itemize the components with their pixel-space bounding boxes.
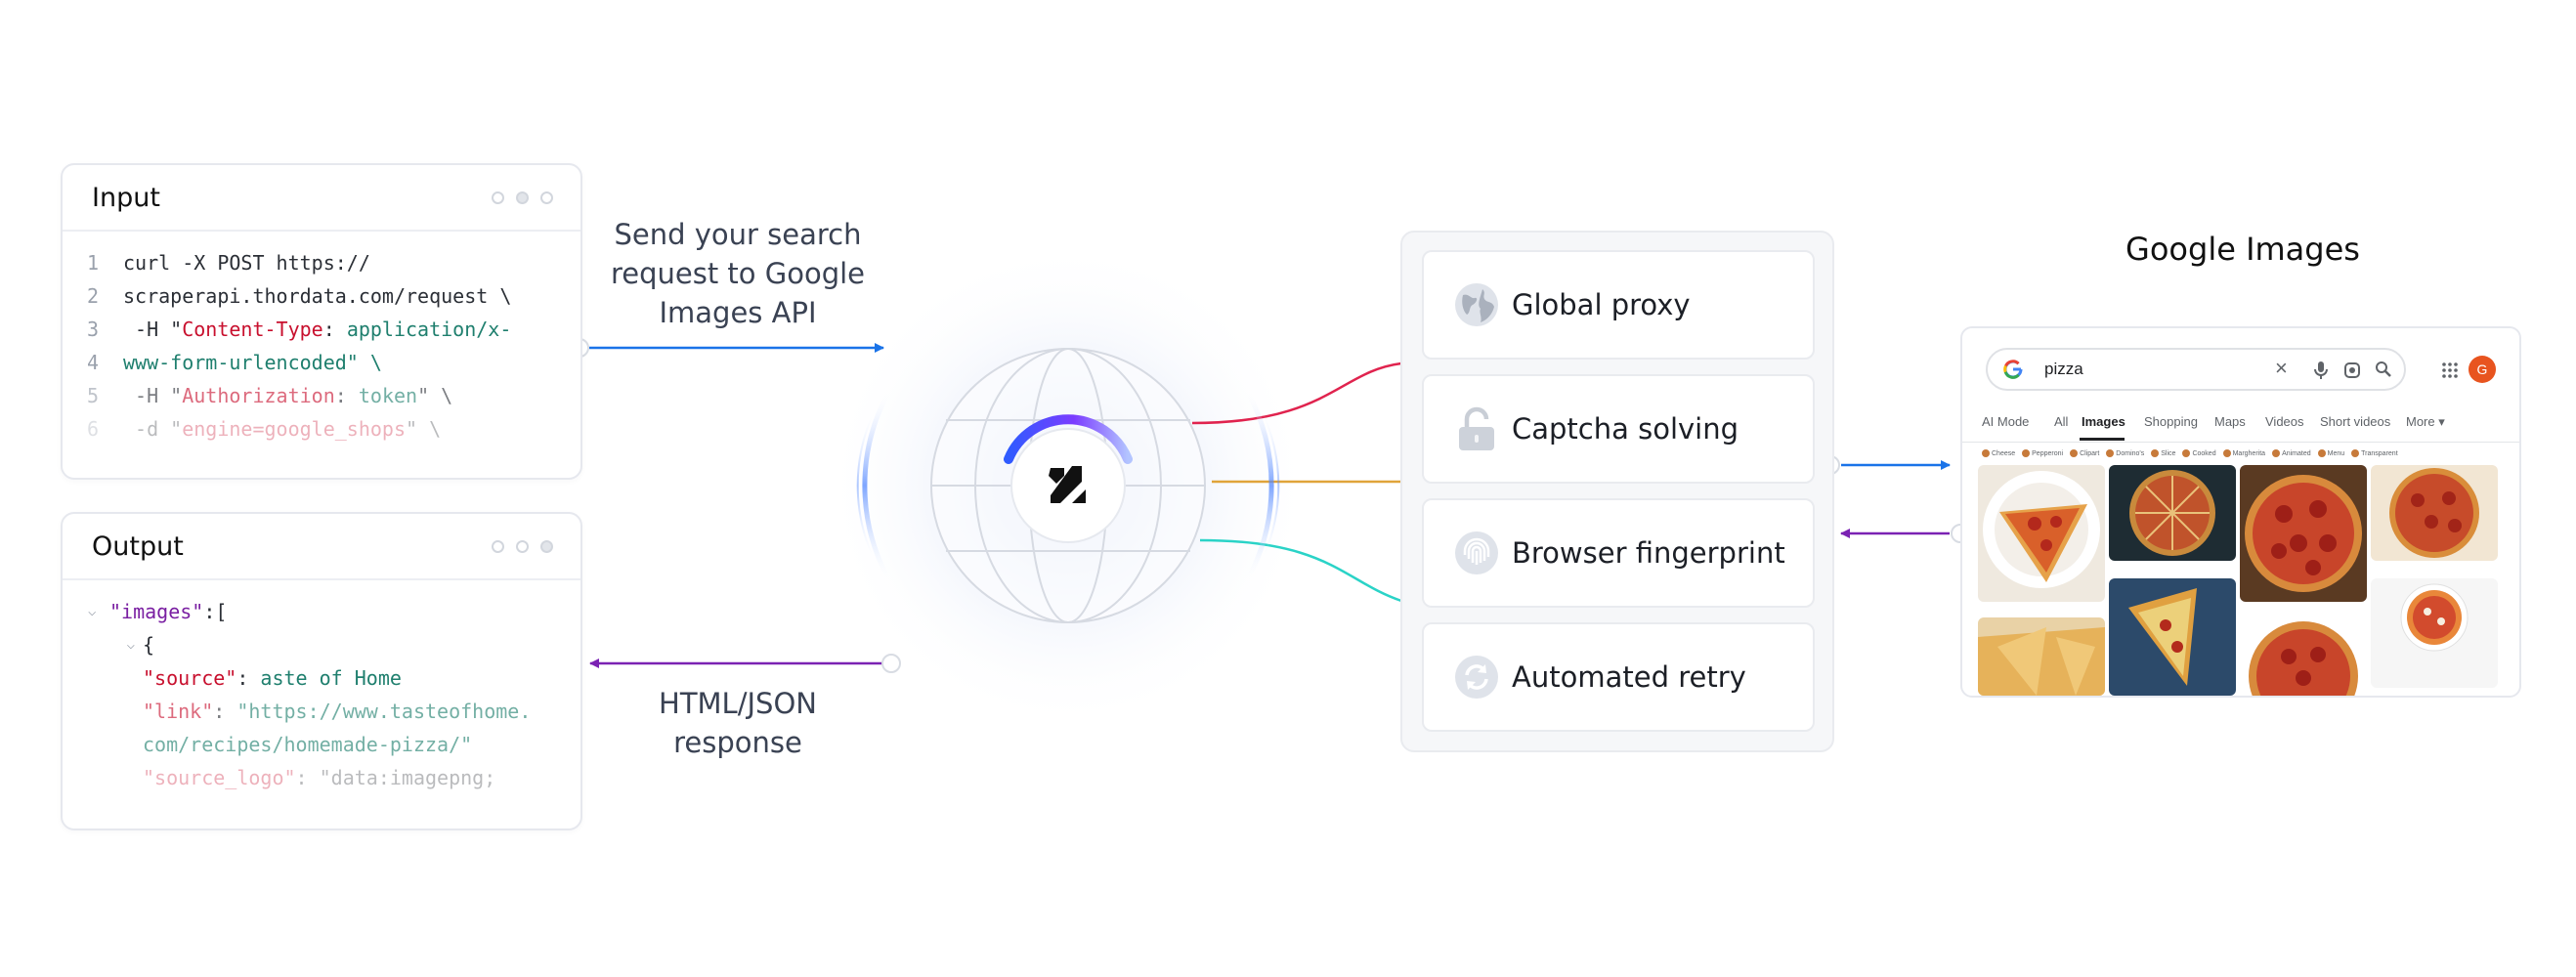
output-connector-knob bbox=[881, 654, 901, 673]
window-dot-icon bbox=[516, 539, 529, 553]
input-card-title: Input bbox=[92, 182, 160, 213]
image-result[interactable] bbox=[2109, 578, 2236, 696]
avatar[interactable]: G bbox=[2469, 356, 2496, 383]
active-tab-indicator bbox=[2080, 438, 2125, 441]
lens-icon[interactable] bbox=[2343, 361, 2361, 379]
tab-more[interactable]: More ▾ bbox=[2406, 414, 2445, 429]
image-result[interactable] bbox=[2240, 617, 2367, 696]
response-caption: HTML/JSON response bbox=[659, 687, 817, 759]
tab-all[interactable]: All bbox=[2054, 414, 2069, 429]
filter-chip[interactable]: Domino's bbox=[2106, 449, 2144, 457]
tab-images[interactable]: Images bbox=[2082, 414, 2125, 429]
code-line: 4 www-form-urlencoded" \ bbox=[86, 351, 382, 374]
chevron-down-icon[interactable]: ⌵ bbox=[88, 604, 97, 619]
feature-browser-fingerprint: Browser fingerprint bbox=[1422, 498, 1815, 608]
output-card: Output ⌵"images":[ ⌵{ "source": aste of … bbox=[61, 512, 582, 830]
filter-chip[interactable]: Margherita bbox=[2222, 449, 2265, 457]
google-tabs: AI Mode All Images Shopping Maps Videos … bbox=[1962, 408, 2519, 443]
globe-icon bbox=[1453, 281, 1500, 328]
request-caption: Send your search request to Google Image… bbox=[610, 218, 866, 329]
json-line: "source_logo": "data:imagepng; bbox=[143, 766, 496, 789]
json-line: "source": aste of Home bbox=[143, 666, 402, 690]
google-images-window: pizza × G AI Mode All Images Shopping Ma… bbox=[1960, 326, 2521, 698]
filter-chip[interactable]: Cooked bbox=[2182, 449, 2216, 457]
code-line: 6 -d "engine=google_shops" \ bbox=[86, 417, 442, 441]
tab-maps[interactable]: Maps bbox=[2214, 414, 2246, 429]
apps-grid-icon[interactable] bbox=[2441, 361, 2459, 379]
search-icon[interactable] bbox=[2375, 361, 2392, 378]
window-dot-icon bbox=[540, 539, 553, 553]
json-line: "link": "https://www.tasteofhome. bbox=[143, 700, 532, 723]
filter-chip[interactable]: Transparent bbox=[2351, 449, 2398, 457]
tab-ai-mode[interactable]: AI Mode bbox=[1982, 414, 2030, 429]
fingerprint-icon bbox=[1453, 530, 1500, 576]
lock-icon bbox=[1453, 405, 1500, 452]
code-line: 3 -H "Content-Type: application/x- bbox=[86, 318, 512, 341]
feature-captcha-solving: Captcha solving bbox=[1422, 374, 1815, 484]
image-result[interactable] bbox=[2371, 465, 2498, 561]
google-images-title: Google Images bbox=[2125, 231, 2360, 268]
google-search-query[interactable]: pizza bbox=[2044, 360, 2083, 378]
filter-chips: Cheese Pepperoni Clipart Domino's Slice … bbox=[1982, 449, 2398, 457]
json-line: ⌵"images":[ bbox=[88, 595, 580, 628]
window-controls bbox=[492, 165, 553, 230]
line-to-global-proxy bbox=[1191, 361, 1402, 425]
chevron-down-icon[interactable]: ⌵ bbox=[126, 637, 135, 653]
code-line: 1 curl -X POST https:// bbox=[86, 251, 370, 275]
filter-chip[interactable]: Menu bbox=[2317, 449, 2344, 457]
json-line: com/recipes/homemade-pizza/" bbox=[143, 733, 473, 756]
output-card-title: Output bbox=[92, 531, 184, 562]
filter-chip[interactable]: Cheese bbox=[1982, 449, 2015, 457]
filter-chip[interactable]: Slice bbox=[2151, 449, 2175, 457]
logo-icon bbox=[1049, 466, 1086, 503]
clear-icon[interactable]: × bbox=[2275, 356, 2288, 380]
code-line: 2 scraperapi.thordata.com/request \ bbox=[86, 284, 512, 308]
window-dot-icon bbox=[492, 191, 504, 204]
window-dot-icon bbox=[492, 539, 504, 553]
feature-automated-retry: Automated retry bbox=[1422, 622, 1815, 732]
image-result[interactable] bbox=[2240, 465, 2367, 602]
input-card: Input 1 curl -X POST https:// 2 scrapera… bbox=[61, 163, 582, 480]
window-controls bbox=[492, 514, 553, 578]
image-result[interactable] bbox=[1978, 617, 2105, 696]
filter-chip[interactable]: Animated bbox=[2272, 449, 2311, 457]
image-result[interactable] bbox=[2109, 465, 2236, 561]
tab-shopping[interactable]: Shopping bbox=[2144, 414, 2198, 429]
google-search-bar[interactable]: pizza × bbox=[1986, 348, 2406, 391]
filter-chip[interactable]: Pepperoni bbox=[2022, 449, 2063, 457]
features-panel: Global proxy Captcha solving Browser fin… bbox=[1400, 231, 1834, 752]
image-result[interactable] bbox=[2371, 578, 2498, 688]
filter-chip[interactable]: Clipart bbox=[2070, 449, 2099, 457]
window-dot-icon bbox=[540, 191, 553, 204]
json-line: ⌵{ bbox=[88, 628, 580, 661]
line-to-fingerprint bbox=[1199, 538, 1402, 603]
tab-videos[interactable]: Videos bbox=[2265, 414, 2304, 429]
microphone-icon[interactable] bbox=[2314, 361, 2328, 380]
google-logo-icon bbox=[2003, 360, 2023, 379]
tab-short-videos[interactable]: Short videos bbox=[2320, 414, 2391, 429]
window-dot-icon bbox=[516, 191, 529, 204]
feature-global-proxy: Global proxy bbox=[1422, 250, 1815, 360]
output-json-block[interactable]: ⌵"images":[ ⌵{ "source": aste of Home "l… bbox=[63, 580, 580, 794]
input-code-block[interactable]: 1 curl -X POST https:// 2 scraperapi.tho… bbox=[63, 232, 580, 446]
image-result[interactable] bbox=[1978, 465, 2105, 602]
code-line: 5 -H "Authorization: token" \ bbox=[86, 384, 453, 407]
retry-icon bbox=[1453, 654, 1500, 701]
